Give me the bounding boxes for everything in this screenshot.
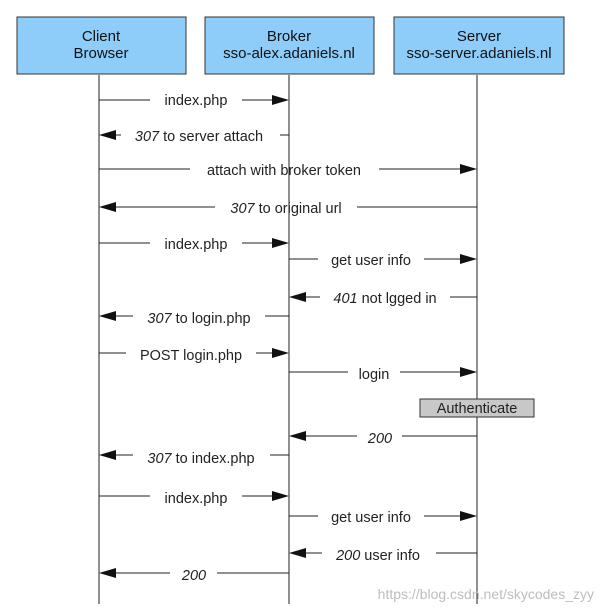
message-9: POST login.php (99, 348, 289, 364)
arrowhead-icon (99, 568, 116, 578)
note-authenticate: Authenticate (419, 398, 535, 418)
message-3: attach with broker token (99, 163, 477, 179)
actor-client-browser: Client Browser (16, 16, 187, 75)
message-15: 200 user info (289, 548, 477, 564)
message-12: 307 to index.php (99, 450, 289, 467)
actor-client-browser-label-line2: Browser (73, 45, 128, 62)
actor-broker: Broker sso-alex.adaniels.nl (204, 16, 375, 75)
actor-server-label-line2: sso-server.adaniels.nl (406, 45, 551, 62)
message-6-label: get user info (331, 253, 411, 269)
message-16-label: 200 (181, 568, 206, 584)
message-7-label: 401 not lgged in (333, 291, 436, 307)
arrowhead-icon (289, 431, 306, 441)
message-10: login (289, 367, 477, 383)
message-11-label: 200 (367, 431, 392, 447)
arrowhead-icon (272, 348, 289, 358)
arrowhead-icon (289, 292, 306, 302)
message-1: index.php (99, 93, 289, 109)
message-6: get user info (289, 253, 477, 269)
arrowhead-icon (99, 450, 116, 460)
message-5-label: index.php (165, 237, 228, 253)
message-2-label: 307 to server attach (135, 129, 263, 145)
message-12-label: 307 to index.php (147, 451, 254, 467)
actor-broker-label-line1: Broker (267, 28, 311, 45)
message-11: 200 (289, 431, 477, 447)
actor-broker-label-line2: sso-alex.adaniels.nl (223, 45, 355, 62)
watermark: https://blog.csdn.net/skycodes_zyy (378, 586, 594, 602)
arrowhead-icon (99, 202, 116, 212)
message-10-label: login (359, 367, 390, 383)
arrowhead-icon (289, 548, 306, 558)
note-box (419, 398, 535, 418)
message-1-label: index.php (165, 93, 228, 109)
arrowhead-icon (460, 254, 477, 264)
arrowhead-icon (272, 491, 289, 501)
message-9-label: POST login.php (140, 348, 242, 364)
message-5: index.php (99, 237, 289, 253)
actor-broker-box (204, 16, 375, 75)
arrowhead-icon (460, 164, 477, 174)
arrowhead-icon (460, 367, 477, 377)
actor-server: Server sso-server.adaniels.nl (393, 16, 565, 75)
actor-server-box (393, 16, 565, 75)
actor-client-browser-label-line1: Client (82, 28, 121, 45)
message-8-label: 307 to login.php (147, 311, 250, 327)
message-15-label: 200 user info (335, 548, 420, 564)
message-7: 401 not lgged in (289, 291, 477, 307)
message-13-label: index.php (165, 491, 228, 507)
actor-client-browser-box (16, 16, 187, 75)
message-2: 307 to server attach (99, 129, 289, 145)
actor-server-label-line1: Server (457, 28, 501, 45)
arrowhead-icon (99, 311, 116, 321)
message-13: index.php (99, 491, 289, 507)
note-label: Authenticate (437, 401, 518, 417)
message-8: 307 to login.php (99, 311, 289, 327)
message-4-label: 307 to original url (230, 201, 341, 217)
message-3-label: attach with broker token (207, 163, 361, 179)
message-14-label: get user info (331, 510, 411, 526)
message-16: 200 (99, 568, 289, 584)
arrowhead-icon (272, 238, 289, 248)
message-4: 307 to original url (99, 201, 477, 217)
arrowhead-icon (460, 511, 477, 521)
arrowhead-icon (272, 95, 289, 105)
arrowhead-icon (99, 130, 116, 140)
message-14: get user info (289, 510, 477, 526)
